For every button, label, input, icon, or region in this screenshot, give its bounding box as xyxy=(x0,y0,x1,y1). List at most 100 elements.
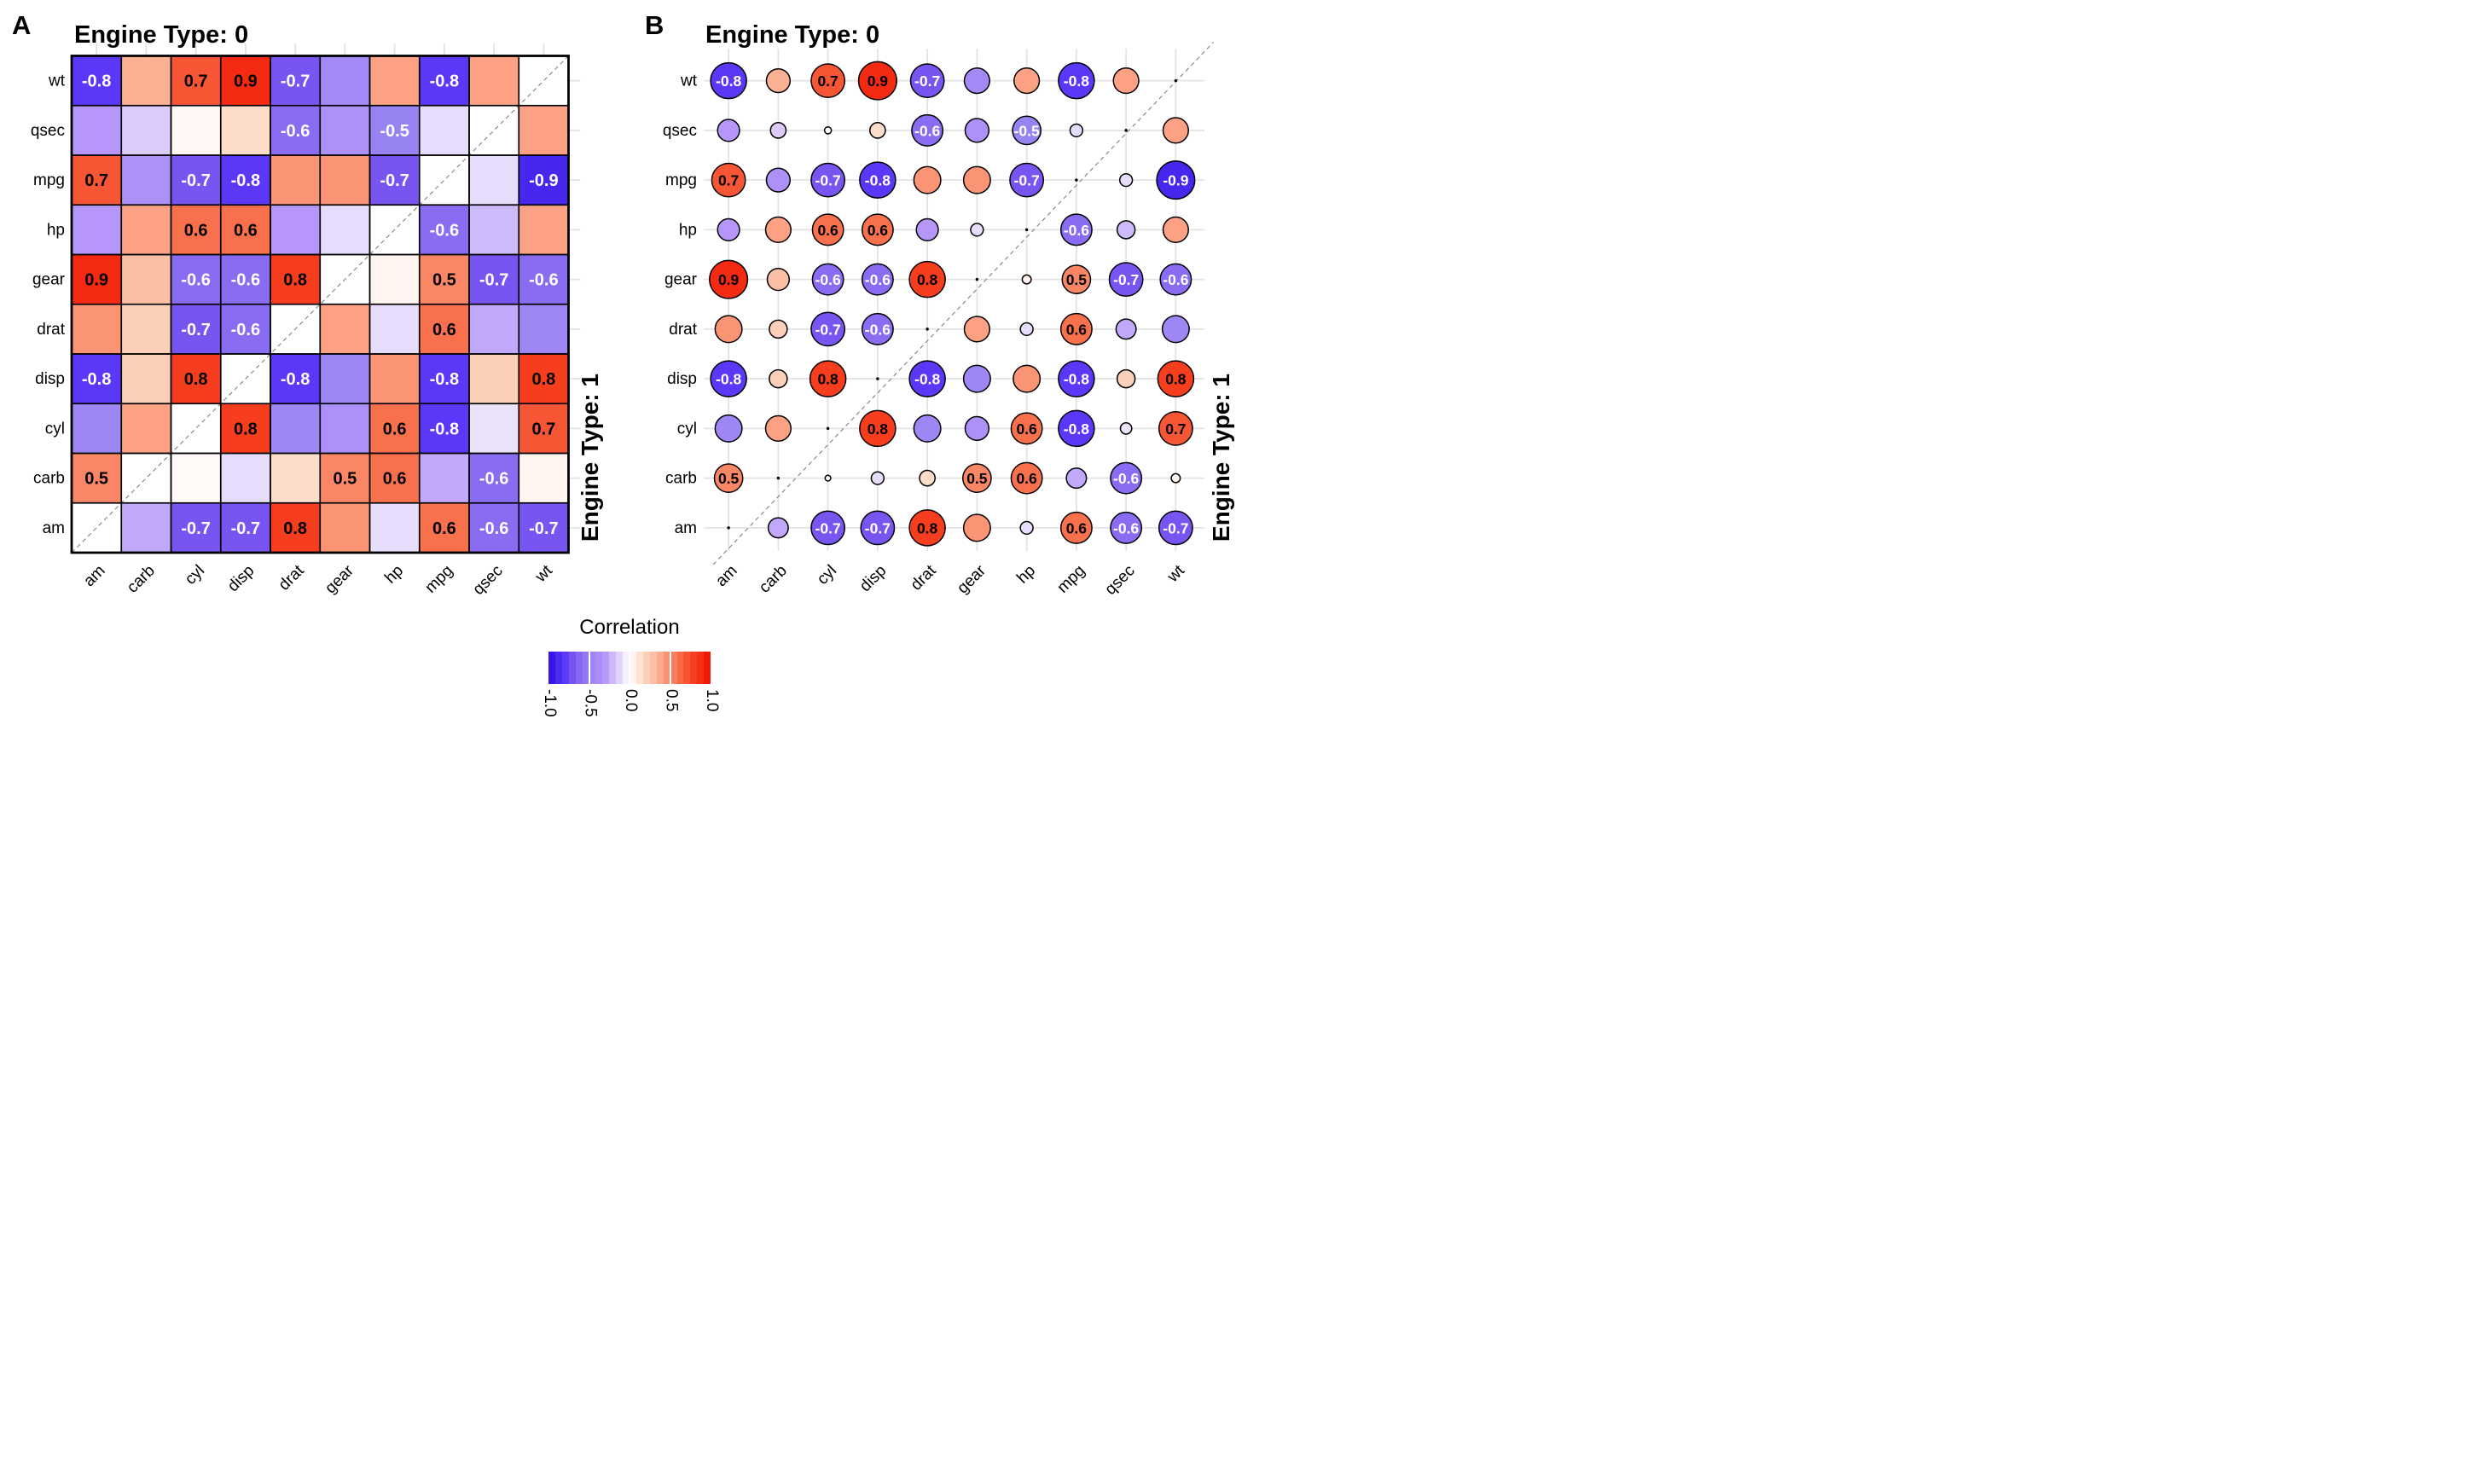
diagonal-dot xyxy=(776,476,780,480)
column-label: carb xyxy=(756,562,791,597)
corr-circle xyxy=(859,161,897,199)
corr-value-label: -0.7 xyxy=(914,72,940,90)
corr-value-label: 0.6 xyxy=(1066,321,1088,338)
dashed-diagonal xyxy=(71,55,569,554)
corr-circle xyxy=(1115,318,1137,340)
corr-cell xyxy=(469,304,519,354)
corr-value-label: -0.6 xyxy=(865,271,891,288)
corr-circle xyxy=(1059,511,1093,544)
corr-circle xyxy=(859,409,897,448)
corr-circle xyxy=(913,414,942,443)
corr-cell xyxy=(320,304,370,354)
corr-value-label: 0.5 xyxy=(718,470,740,487)
legend-gradient-segment xyxy=(554,652,562,684)
corr-value-label: -0.6 xyxy=(231,271,260,290)
legend-gradient-segment xyxy=(548,652,555,684)
column-label: cyl xyxy=(182,562,208,588)
corr-cell xyxy=(270,403,321,454)
corr-value-label: -0.8 xyxy=(716,371,741,388)
corr-value-label: 0.7 xyxy=(718,172,739,189)
corr-cell xyxy=(320,354,370,404)
corr-circle xyxy=(1116,368,1136,389)
diagonal-dot xyxy=(727,526,730,530)
corr-value-label: 0.8 xyxy=(283,271,307,290)
corr-circle xyxy=(962,463,992,493)
corr-cell xyxy=(72,354,122,404)
column-label: gear xyxy=(954,561,989,597)
corr-value-label: -0.7 xyxy=(281,72,310,91)
corr-value-label: -0.7 xyxy=(231,519,260,538)
corr-cell xyxy=(369,155,420,206)
corr-circle xyxy=(1161,315,1190,344)
corr-cell xyxy=(469,155,519,206)
corr-circle xyxy=(1012,115,1042,146)
legend-gradient-segment xyxy=(616,652,624,684)
corr-circle xyxy=(964,118,990,143)
column-label: hp xyxy=(1013,562,1039,588)
corr-circle xyxy=(810,162,846,198)
corr-value-label: -0.8 xyxy=(914,371,940,388)
corr-value-label: -0.8 xyxy=(430,370,459,389)
corr-circle xyxy=(1058,61,1095,100)
corr-cell xyxy=(220,304,270,354)
panel-a-title: Engine Type: 0 xyxy=(74,21,249,49)
row-label: disp xyxy=(35,370,65,388)
corr-value-label: 0.7 xyxy=(1165,420,1186,438)
corr-circle xyxy=(1162,117,1189,144)
corr-circle xyxy=(809,360,847,397)
row-label: mpg xyxy=(665,171,697,189)
corr-cell xyxy=(270,205,321,255)
legend-title: Correlation xyxy=(579,616,680,639)
row-label: carb xyxy=(33,470,65,488)
corr-circle xyxy=(861,312,894,345)
corr-cell xyxy=(320,502,370,553)
corr-cell xyxy=(369,254,420,304)
corr-circle xyxy=(964,415,990,442)
legend-gradient-segment xyxy=(697,652,705,684)
legend-gradient-segment xyxy=(690,652,698,684)
corr-value-label: 0.7 xyxy=(531,420,555,438)
corr-value-label: -0.6 xyxy=(815,271,841,288)
corr-cell xyxy=(320,155,370,206)
corr-circle xyxy=(1158,410,1193,446)
corr-cell xyxy=(72,155,122,206)
row-label: qsec xyxy=(663,122,697,140)
legend-tick-label: 1.0 xyxy=(703,689,721,712)
corr-value-label: -0.7 xyxy=(815,172,841,189)
column-label: mpg xyxy=(1053,562,1088,597)
corr-circle xyxy=(1159,263,1192,296)
corr-cell xyxy=(171,155,221,206)
corr-value-label: 0.7 xyxy=(84,171,108,190)
corr-circle xyxy=(908,360,946,397)
corr-value-label: -0.7 xyxy=(529,519,558,538)
corr-cell xyxy=(469,502,519,553)
corr-circle xyxy=(1116,220,1136,240)
corr-value-label: 0.6 xyxy=(868,222,889,239)
corr-cell xyxy=(519,105,569,155)
corr-circle xyxy=(962,364,991,393)
row-label: hp xyxy=(679,221,697,239)
corr-value-label: 0.8 xyxy=(184,370,208,389)
legend-gradient-segment xyxy=(630,652,636,684)
corr-value-label: 0.8 xyxy=(283,519,307,538)
corr-cell xyxy=(419,304,469,354)
corr-circle xyxy=(909,63,945,99)
corr-circle xyxy=(1059,312,1093,345)
corr-cell xyxy=(220,155,270,206)
corr-value-label: -0.6 xyxy=(529,271,558,290)
row-label: disp xyxy=(667,370,697,388)
corr-value-label: -0.6 xyxy=(181,271,210,290)
corr-value-label: -0.6 xyxy=(231,321,260,339)
column-label: disp xyxy=(856,562,890,595)
diagonal-dot xyxy=(926,328,929,331)
diagonal-cell xyxy=(469,105,519,155)
corr-cell xyxy=(121,304,171,354)
corr-cell xyxy=(320,105,370,155)
corr-circle xyxy=(911,113,944,147)
corr-value-label: 0.6 xyxy=(383,470,407,489)
diagonal-dot xyxy=(1124,129,1128,132)
corr-value-label: -0.7 xyxy=(380,171,409,190)
corr-cell xyxy=(320,453,370,503)
corr-cell xyxy=(369,403,420,454)
